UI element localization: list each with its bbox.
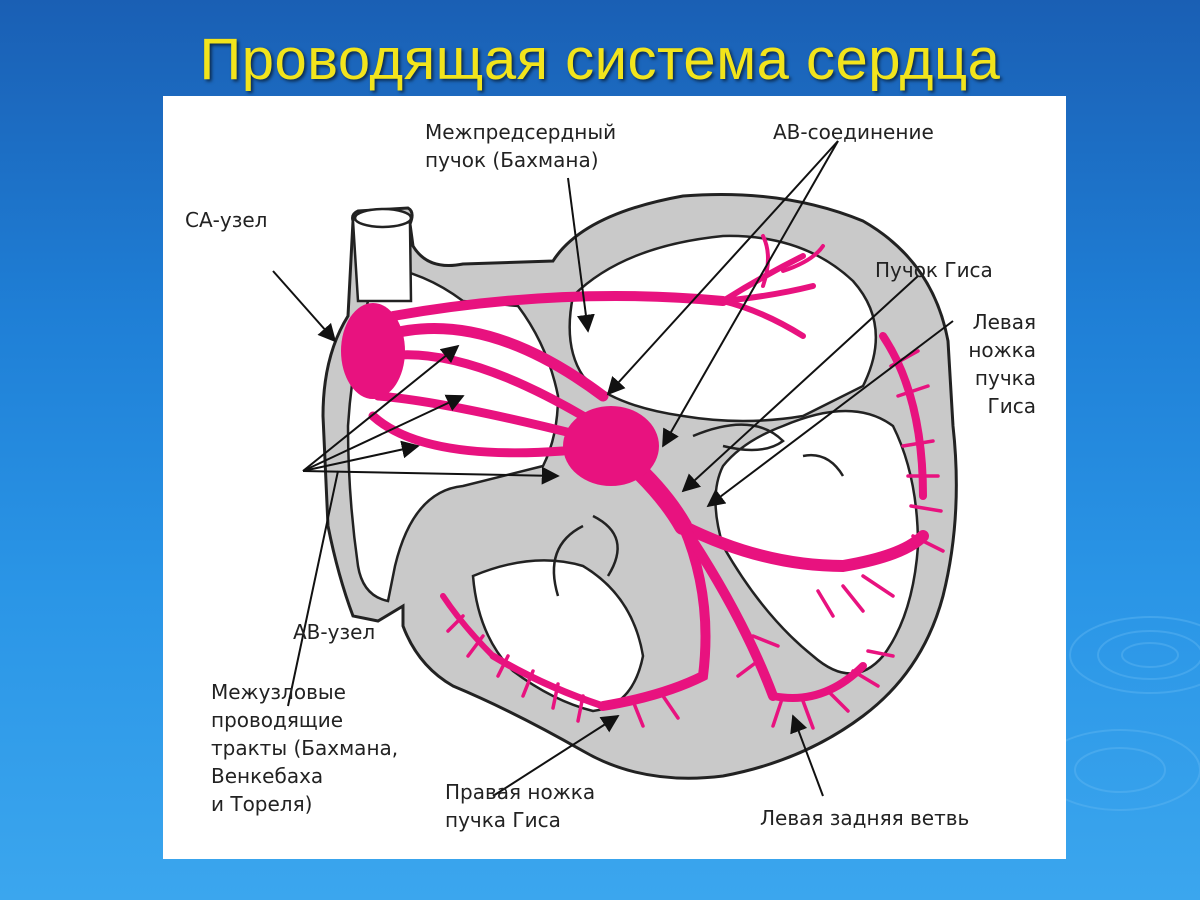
label-his-bundle: Пучок Гиса: [875, 258, 993, 282]
diagram-panel: СА-узел Межпредсердный пучок (Бахмана) А…: [163, 96, 1066, 859]
label-internodal-tracts: Межузловые проводящие тракты (Бахмана, В…: [211, 680, 399, 816]
label-left-bundle-branch: Левая ножка пучка Гиса: [968, 310, 1036, 418]
av-node-shape: [563, 406, 659, 486]
vena-cava: [351, 220, 413, 303]
sa-node-shape: [341, 303, 405, 399]
heart-conduction-diagram: [272, 140, 958, 797]
label-sa-node: СА-узел: [185, 208, 268, 232]
label-av-node: АВ-узел: [293, 620, 376, 644]
slide-title: Проводящая система сердца: [199, 27, 1001, 92]
label-left-posterior-branch: Левая задняя ветвь: [760, 806, 970, 830]
label-bachmann-bundle: Межпредсердный пучок (Бахмана): [425, 120, 617, 172]
label-right-bundle-branch: Правая ножка пучка Гиса: [445, 780, 596, 832]
pointer-arrows: [272, 140, 954, 797]
label-av-junction: АВ-соединение: [773, 120, 934, 144]
